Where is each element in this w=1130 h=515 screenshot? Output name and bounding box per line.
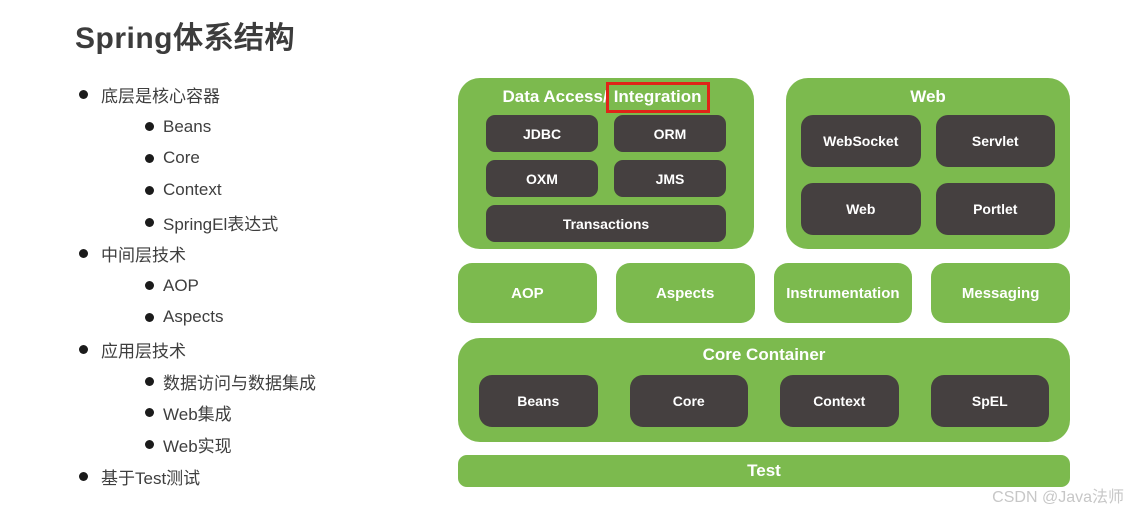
bullet-icon <box>145 440 154 450</box>
bullet-icon <box>145 185 154 195</box>
list-item-label: SpringEl表达式 <box>163 214 279 234</box>
list-item-label: Beans <box>163 116 212 136</box>
list-item-label: 中间层技术 <box>101 246 186 266</box>
web-group-title: Web <box>910 87 946 106</box>
module-block-portlet: Portlet <box>935 183 1055 235</box>
test-bar: Test <box>458 455 1070 487</box>
list-item-label: Core <box>163 148 200 168</box>
bullet-icon <box>145 217 154 227</box>
module-block-websocket: WebSocket <box>801 115 921 167</box>
core-container-title: Core Container <box>702 345 826 364</box>
title-prefix: Data Access/ <box>502 87 608 106</box>
watermark: CSDN @Java法师 <box>992 489 1124 506</box>
list-item-label: Web集成 <box>163 405 232 425</box>
list-item: 基于Test测试 <box>79 461 316 493</box>
core-container-blocks: Beans Core Context SpEL <box>479 375 1049 427</box>
bullet-icon <box>145 153 154 163</box>
bullet-icon <box>79 344 88 354</box>
bullet-icon <box>79 90 88 100</box>
module-block-jdbc: JDBC <box>486 115 598 152</box>
diagram-top-row: Data Access/Integration JDBC ORM OXM JMS… <box>458 78 1070 249</box>
list-item-label: 底层是核心容器 <box>101 87 220 107</box>
bullet-icon <box>145 376 154 386</box>
bullet-icon <box>145 122 154 132</box>
data-access-integration-group: Data Access/Integration JDBC ORM OXM JMS… <box>458 78 754 249</box>
list-item: Beans <box>145 111 316 143</box>
list-item: Core <box>145 143 316 175</box>
bullet-icon <box>145 408 154 418</box>
module-block-web: Web <box>801 183 921 235</box>
bullet-icon <box>145 312 154 322</box>
module-block-spel: SpEL <box>930 375 1049 427</box>
list-item: Context <box>145 174 316 206</box>
module-block-messaging: Messaging <box>931 263 1070 323</box>
highlight-box: Integration <box>605 81 710 113</box>
outline-list: 底层是核心容器 Beans Core Context SpringEl表达式 中… <box>79 79 316 492</box>
web-group: Web WebSocket Servlet Web Portlet <box>786 78 1070 249</box>
list-item-label: 基于Test测试 <box>101 468 201 488</box>
module-block-aspects: Aspects <box>615 263 755 323</box>
list-item: Web实现 <box>145 429 316 461</box>
list-item-label: Context <box>163 180 222 200</box>
list-item: 底层是核心容器 <box>79 79 316 111</box>
core-container-group: Core Container Beans Core Context SpEL <box>458 338 1070 442</box>
web-blocks: WebSocket Servlet Web Portlet <box>801 115 1055 235</box>
module-block-instrumentation: Instrumentation <box>773 263 913 323</box>
list-item: AOP <box>145 270 316 302</box>
list-item: SpringEl表达式 <box>145 206 316 238</box>
page-title: Spring体系结构 <box>75 22 295 55</box>
diagram-middle-row: AOP Aspects Instrumentation Messaging <box>458 263 1070 323</box>
bullet-icon <box>145 281 154 291</box>
bullet-icon <box>79 249 88 259</box>
spring-architecture-diagram: Data Access/Integration JDBC ORM OXM JMS… <box>458 78 1070 487</box>
module-block-oxm: OXM <box>486 160 598 197</box>
list-item-label: Web实现 <box>163 437 232 457</box>
data-access-integration-title: Data Access/Integration <box>486 81 726 113</box>
list-item-label: 应用层技术 <box>101 341 186 361</box>
list-item: 中间层技术 <box>79 238 316 270</box>
module-block-transactions: Transactions <box>486 205 726 242</box>
list-item: Aspects <box>145 302 316 334</box>
module-block-orm: ORM <box>614 115 726 152</box>
module-block-jms: JMS <box>614 160 726 197</box>
list-item-label: Aspects <box>163 307 224 327</box>
list-item-label: 数据访问与数据集成 <box>163 373 316 393</box>
list-item-label: AOP <box>163 275 199 295</box>
list-item: 数据访问与数据集成 <box>145 365 316 397</box>
bullet-icon <box>79 471 88 481</box>
data-access-blocks: JDBC ORM OXM JMS Transactions <box>486 115 726 242</box>
module-block-beans: Beans <box>479 375 598 427</box>
module-block-core: Core <box>629 375 748 427</box>
list-item: 应用层技术 <box>79 333 316 365</box>
module-block-aop: AOP <box>458 263 597 323</box>
module-block-servlet: Servlet <box>935 115 1055 167</box>
module-block-context: Context <box>780 375 899 427</box>
list-item: Web集成 <box>145 397 316 429</box>
